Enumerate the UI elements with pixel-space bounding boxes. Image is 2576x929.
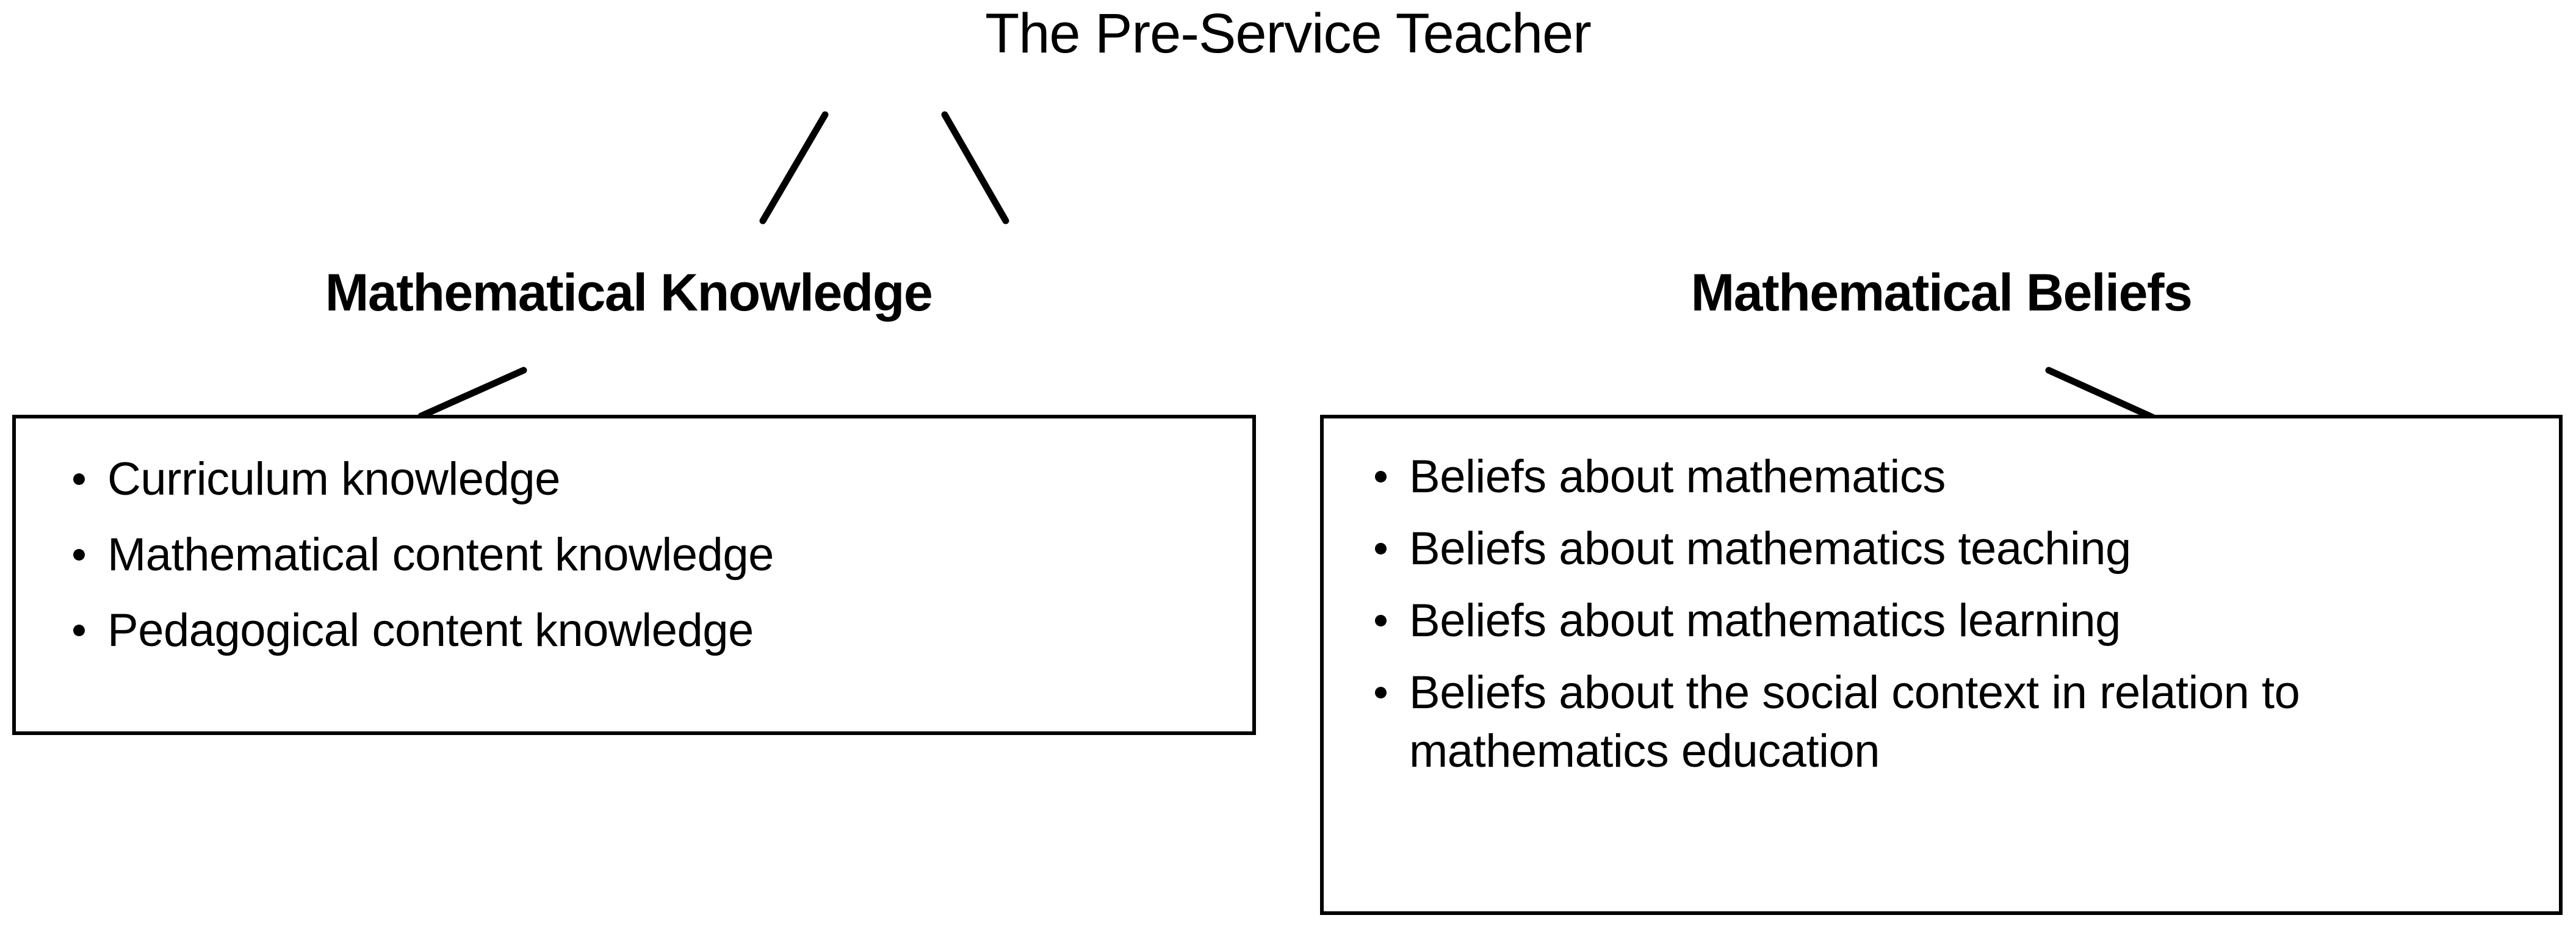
list-item-label: Curriculum knowledge [107, 453, 560, 505]
connector-knowledge-to-box [417, 367, 527, 420]
bullet-dot-icon [73, 625, 85, 636]
list-item: Curriculum knowledge [70, 450, 1228, 509]
list-item-label: Pedagogical content knowledge [107, 604, 754, 656]
bullet-dot-icon [1375, 543, 1387, 554]
branch-box-mathematical-beliefs: Beliefs about mathematics Beliefs about … [1320, 415, 2563, 915]
list-item: Beliefs about mathematics teaching [1371, 520, 2535, 578]
bullet-list-knowledge: Curriculum knowledge Mathematical conten… [16, 418, 1252, 660]
list-item: Pedagogical content knowledge [70, 601, 1228, 660]
branch-heading-mathematical-beliefs: Mathematical Beliefs [1690, 264, 2193, 322]
bullet-dot-icon [73, 549, 85, 561]
list-item: Beliefs about mathematics [1371, 448, 2535, 506]
bullet-dot-icon [1375, 471, 1387, 482]
list-item: Mathematical content knowledge [70, 526, 1228, 584]
root-node-title: The Pre-Service Teacher [985, 2, 1592, 65]
branch-heading-mathematical-knowledge: Mathematical Knowledge [325, 264, 933, 322]
connector-root-to-beliefs [941, 111, 1009, 224]
list-item-label: Beliefs about the social context in rela… [1409, 667, 2300, 777]
list-item-label: Mathematical content knowledge [107, 529, 774, 581]
bullet-dot-icon [73, 473, 85, 485]
bullet-dot-icon [1375, 615, 1387, 626]
list-item-label: Beliefs about mathematics learning [1409, 595, 2121, 647]
branch-box-mathematical-knowledge: Curriculum knowledge Mathematical conten… [12, 415, 1256, 735]
list-item: Beliefs about mathematics learning [1371, 592, 2535, 650]
list-item-label: Beliefs about mathematics teaching [1409, 523, 2131, 575]
list-item: Beliefs about the social context in rela… [1371, 664, 2535, 781]
list-item-label: Beliefs about mathematics [1409, 451, 1946, 503]
connector-beliefs-to-box [2045, 367, 2156, 421]
bullet-dot-icon [1375, 687, 1387, 698]
bullet-list-beliefs: Beliefs about mathematics Beliefs about … [1324, 418, 2559, 781]
connector-root-to-knowledge [759, 111, 829, 224]
